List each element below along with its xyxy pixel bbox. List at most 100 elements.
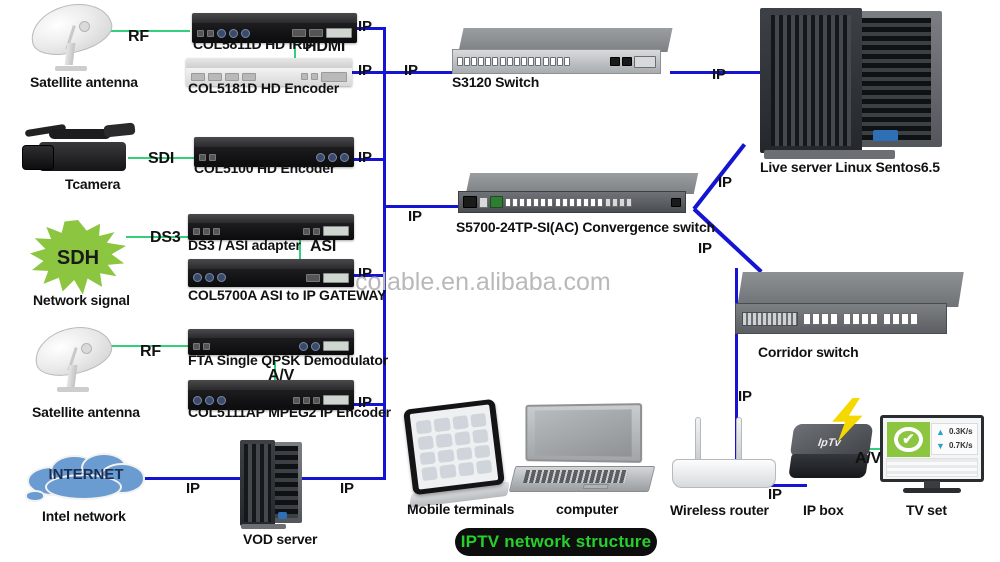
label-col5700a: COL5700A ASI to IP GATEWAY	[188, 287, 387, 303]
internet-cloud-label: INTERNET	[48, 465, 124, 483]
link-label-rf-bottom: RF	[140, 343, 161, 360]
link-label-ip-internet-vod: IP	[186, 480, 200, 497]
link-label-ip-corridor-router: IP	[738, 388, 752, 405]
device-fta-qpsk-demodulator	[188, 329, 354, 355]
link-label-ip-live-server: IP	[718, 174, 732, 191]
link-label-hdmi: HDMI	[305, 38, 346, 55]
label-satellite-antenna-top: Satellite antenna	[30, 74, 138, 90]
link-ipbox-tv-av	[857, 448, 887, 450]
title-banner: IPTV network structure	[455, 528, 657, 556]
link-label-ip-router-box: IP	[768, 486, 782, 503]
link-label-ip-col5111ap: IP	[358, 394, 372, 411]
label-col5181d: COL5181D HD Encoder	[188, 80, 340, 96]
label-s3120-switch: S3120 Switch	[452, 74, 540, 90]
link-dish-ird-rf	[110, 30, 190, 32]
link-label-ip-col5700a: IP	[358, 265, 372, 282]
link-col5111ap-trunk	[352, 403, 385, 406]
camera-icon	[20, 118, 140, 180]
convergence-switch-icon	[458, 173, 699, 213]
label-convergence-switch: S5700-24TP-SI(AC) Convergence switch	[456, 219, 715, 235]
device-col5100-encoder	[194, 137, 354, 167]
label-live-server: Live server Linux Sentos6.5	[760, 159, 940, 175]
label-ds3-asi-adapter: DS3 / ASI adapter	[188, 237, 301, 253]
tv-rate-panel: ▲ 0.3K/s ▼ 0.7K/s	[931, 422, 979, 455]
link-label-ip-col5100: IP	[358, 149, 372, 166]
label-col5811d: COL5811D HD IRD	[193, 36, 313, 52]
s3120-switch-icon	[452, 28, 673, 74]
tv-content-rows	[885, 458, 979, 477]
satellite-antenna-bottom-icon	[29, 319, 117, 392]
link-label-av-encoder: A/V	[268, 367, 295, 384]
link-s3120-liveserver	[670, 71, 765, 74]
device-col5181d-encoder	[186, 58, 352, 86]
label-satellite-antenna-bottom: Satellite antenna	[32, 404, 140, 420]
link-col5181d-trunk	[352, 71, 385, 74]
tv-download-rate-row: ▼ 0.7K/s	[936, 441, 973, 451]
down-arrow-icon: ▼	[936, 440, 945, 451]
wireless-router-icon	[672, 416, 776, 488]
sdh-label: SDH	[56, 247, 100, 270]
link-trunk-s3120	[383, 71, 473, 74]
sdh-burst-icon: SDH	[30, 220, 126, 295]
link-ird-encoder-hdmi	[294, 40, 296, 72]
label-mobile-terminals: Mobile terminals	[407, 501, 515, 517]
link-dish-demod-rf	[110, 345, 190, 347]
label-col5111ap: COL5111AP MPEG2 IP Encoder	[188, 404, 391, 420]
tv-status-ok-icon: ✔	[886, 421, 931, 458]
link-trunk-convergence	[383, 205, 473, 208]
label-col5100: COL5100 HD Encoder	[194, 160, 336, 176]
link-label-av-tv: A/V	[855, 450, 882, 467]
link-demod-encoder-av	[274, 362, 276, 390]
link-label-ip-trunk-conv: IP	[408, 208, 422, 225]
label-intel-network: Intel network	[42, 508, 126, 524]
link-label-ip-corridor: IP	[698, 240, 712, 257]
device-col5700a-gateway	[188, 259, 354, 287]
link-label-ip-col5811d: IP	[358, 18, 372, 35]
link-vod-trunk	[298, 477, 386, 480]
label-tv-set: TV set	[906, 502, 947, 518]
link-label-asi: ASI	[310, 238, 337, 255]
tv-check-glyph: ✔	[894, 426, 923, 453]
ip-trunk-vertical	[383, 27, 386, 477]
title-banner-text: IPTV network structure	[460, 532, 652, 551]
tv-download-rate: 0.7K/s	[948, 441, 973, 451]
label-ip-box: IP box	[803, 502, 844, 518]
label-network-signal: Network signal	[33, 292, 130, 308]
label-fta-demodulator: FTA Single QPSK Demodulator	[188, 352, 388, 368]
link-label-ip-vod-out: IP	[340, 480, 354, 497]
link-col5100-trunk	[352, 158, 385, 161]
link-label-rf-top: RF	[128, 28, 149, 45]
link-label-ip-s3120-out: IP	[712, 66, 726, 83]
internet-cloud-icon: INTERNET	[22, 452, 150, 504]
device-col5111ap-encoder	[188, 380, 354, 410]
computer-icon	[508, 403, 656, 492]
link-label-sdi: SDI	[148, 150, 175, 167]
mobile-terminal-icon	[403, 398, 511, 508]
label-wireless-router: Wireless router	[670, 502, 769, 518]
label-vod-server: VOD server	[243, 531, 318, 547]
label-corridor-switch: Corridor switch	[758, 344, 859, 360]
link-label-ip-trunk-s3120: IP	[404, 62, 418, 79]
link-label-ds3: DS3	[150, 229, 181, 246]
device-col5811d-ird	[192, 13, 357, 43]
link-adapter-gateway-asi	[299, 240, 301, 268]
tv-upload-rate-row: ▲ 0.3K/s	[936, 427, 973, 437]
watermark: colable.en.alibaba.com	[355, 268, 611, 296]
device-ds3-asi-adapter	[188, 214, 354, 240]
up-arrow-icon: ▲	[936, 426, 945, 437]
label-camera: Tcamera	[65, 176, 121, 192]
link-camera-col5100-sdi	[128, 157, 194, 159]
corridor-switch-icon	[735, 272, 963, 334]
ip-box-logo: IpTv	[817, 436, 842, 449]
live-server-icon	[760, 8, 942, 159]
link-label-ip-col5181d: IP	[358, 62, 372, 79]
label-computer: computer	[556, 501, 619, 517]
satellite-antenna-top-icon	[25, 0, 117, 71]
link-col5811d-trunk	[355, 27, 385, 30]
link-col5700a-trunk	[352, 274, 385, 277]
vod-server-icon	[240, 440, 302, 530]
link-corridor-router	[735, 268, 738, 486]
link-sdh-adapter-ds3	[126, 236, 188, 238]
tv-upload-rate: 0.3K/s	[948, 427, 973, 437]
